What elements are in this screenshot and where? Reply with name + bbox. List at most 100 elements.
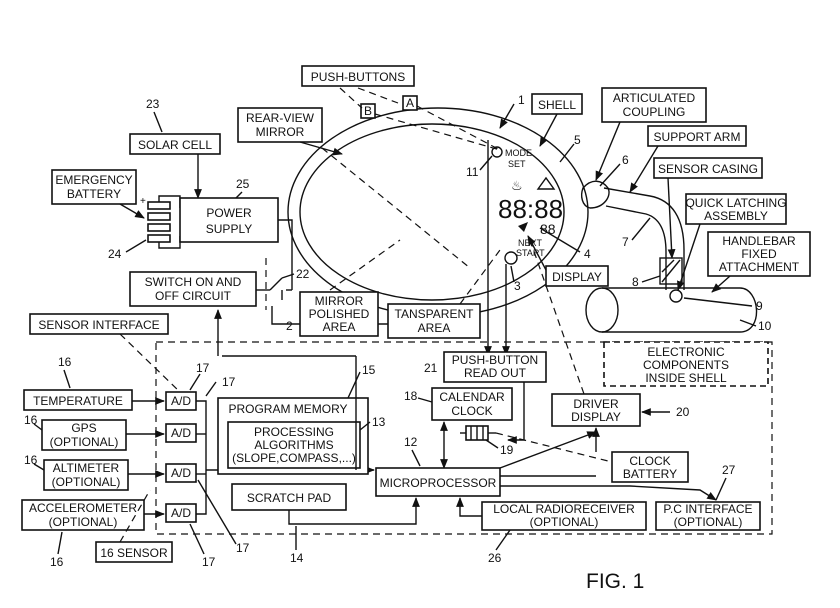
- button-b-text: B: [364, 104, 372, 118]
- readout-text-1: PUSH-BUTTON: [452, 353, 538, 367]
- reference-numerals: 1 2 3 4 5 6 7 8 9 10 11 12 13 14 15 16 1…: [24, 93, 772, 569]
- ref-21: 21: [424, 361, 438, 375]
- ref-24: 24: [108, 247, 122, 261]
- calendar-text-2: CLOCK: [451, 404, 492, 418]
- ad-text-4: A/D: [171, 506, 191, 520]
- scratch-pad-text: SCRATCH PAD: [247, 491, 332, 505]
- support-arm-bottom: [605, 205, 667, 290]
- block-microprocessor: MICROPROCESSOR: [375, 467, 501, 497]
- sensor-hatch-2: [661, 259, 675, 273]
- ref-7: 7: [622, 235, 629, 249]
- mirror-area-text-2: POLISHED: [309, 307, 370, 321]
- ref-23: 23: [146, 97, 160, 111]
- sensor-16-text: 16 SENSOR: [100, 546, 168, 560]
- display-text: DISPLAY: [552, 270, 602, 284]
- ad-converter-3: A/D: [165, 463, 197, 483]
- label-mirror-area: MIRROR POLISHED AREA: [299, 291, 379, 337]
- readout-text-2: READ OUT: [464, 366, 527, 380]
- mirror-area-text-3: AREA: [323, 320, 356, 334]
- mirror-area-text-1: MIRROR: [315, 294, 364, 308]
- block-accelerometer: ACCELEROMETER (OPTIONAL): [21, 499, 145, 531]
- transparent-text-1: TANSPARENT: [395, 307, 475, 321]
- latch-pin: [669, 289, 683, 303]
- block-temperature: TEMPERATURE: [23, 389, 133, 411]
- ref-25: 25: [236, 177, 250, 191]
- driver-text-2: DISPLAY: [571, 410, 621, 424]
- sensor-hatch: [661, 259, 681, 283]
- pc-interface-text-1: P.C INTERFACE: [663, 502, 752, 516]
- ref-10: 10: [758, 319, 772, 333]
- articulated-text-1: ARTICULATED: [613, 91, 696, 105]
- ref-6: 6: [622, 153, 629, 167]
- lcd-main-digits: 88:88: [498, 194, 563, 224]
- electronic-text-2: COMPONENTS: [643, 358, 729, 372]
- ref-11: 11: [466, 165, 479, 179]
- quick-latching-text-1: QUICK LATCHING: [685, 196, 786, 210]
- label-display: DISPLAY: [545, 265, 609, 287]
- ref-15: 15: [362, 363, 376, 377]
- handlebar-text-1: HANDLEBAR: [722, 234, 796, 248]
- label-switch-circuit: SWITCH ON AND OFF CIRCUIT: [129, 271, 257, 307]
- program-memory-text: PROGRAM MEMORY: [228, 402, 347, 416]
- ref-5: 5: [574, 133, 581, 147]
- ref-3: 3: [514, 279, 521, 293]
- figure-label: FIG. 1: [586, 570, 644, 593]
- shell-text: SHELL: [538, 98, 576, 112]
- transparent-text-2: AREA: [418, 321, 451, 335]
- thermometer-icon: ♨: [511, 178, 523, 193]
- block-radio-receiver: LOCAL RADIORECEIVER (OPTIONAL): [481, 501, 647, 531]
- ref-17-c: 17: [236, 541, 250, 555]
- radio-text-2: (OPTIONAL): [530, 515, 599, 529]
- label-transparent-area: TANSPARENT AREA: [387, 303, 481, 339]
- microprocessor-text: MICROPROCESSOR: [380, 476, 497, 490]
- ref-17-a: 17: [196, 361, 210, 375]
- ref-2: 2: [286, 319, 293, 333]
- switch-text-2: OFF CIRCUIT: [155, 289, 232, 303]
- label-push-buttons: PUSH-BUTTONS: [301, 65, 415, 87]
- handlebar-text-3: ATTACHMENT: [719, 260, 800, 274]
- ref-16-altimeter: 16: [24, 453, 38, 467]
- ref-16-accelerometer: 16: [50, 555, 64, 569]
- articulated-coupling: [581, 180, 610, 209]
- block-clock-battery: CLOCK BATTERY: [611, 451, 689, 483]
- label-rear-view-mirror: REAR-VIEW MIRROR: [237, 107, 323, 143]
- handlebar-tube: [602, 287, 758, 333]
- label-shell: SHELL: [531, 93, 583, 115]
- rear-view-text-2: MIRROR: [256, 125, 305, 139]
- clock-battery-text-2: BATTERY: [623, 467, 677, 481]
- pc-interface-text-2: (OPTIONAL): [674, 515, 743, 529]
- altimeter-text-1: ALTIMETER: [53, 461, 120, 475]
- mode-set-button[interactable]: [491, 146, 503, 158]
- temperature-text: TEMPERATURE: [33, 394, 123, 408]
- altimeter-text-2: (OPTIONAL): [52, 475, 121, 489]
- quick-latching-text-2: ASSEMBLY: [704, 209, 768, 223]
- mirror-inner-glass: [299, 123, 565, 301]
- driver-text-1: DRIVER: [573, 397, 619, 411]
- lcd-display: MODE SET ♨ 88:88 88 NEXT START: [491, 146, 563, 265]
- push-buttons-text: PUSH-BUTTONS: [311, 70, 405, 84]
- mirror-reflection-line: [321, 147, 471, 269]
- button-b: B: [360, 103, 376, 119]
- accelerometer-text-1: ACCELEROMETER: [29, 501, 137, 515]
- block-gps: GPS (OPTIONAL): [41, 419, 127, 451]
- sensor-interface-text: SENSOR INTERFACE: [38, 318, 159, 332]
- radio-text-1: LOCAL RADIORECEIVER: [493, 502, 635, 516]
- clock-battery-text-1: CLOCK: [629, 454, 670, 468]
- ref-26: 26: [488, 551, 502, 565]
- solar-cell-text: SOLAR CELL: [138, 138, 212, 152]
- next-start-button[interactable]: [504, 251, 518, 265]
- emergency-text-1: EMERGENCY: [55, 173, 132, 187]
- label-emergency-battery: EMERGENCY BATTERY: [51, 169, 137, 205]
- ref-9: 9: [756, 299, 763, 313]
- ad-text-1: A/D: [171, 394, 191, 408]
- switch-text-1: SWITCH ON AND: [145, 275, 242, 289]
- handlebar-text-2: FIXED: [741, 247, 777, 261]
- ref-17-b: 17: [222, 375, 236, 389]
- processing-text-3: (SLOPE,COMPASS,...): [232, 451, 356, 465]
- accelerometer-text-2: (OPTIONAL): [49, 515, 118, 529]
- electronic-text-3: INSIDE SHELL: [645, 371, 727, 385]
- power-supply-text-1: POWER: [206, 206, 252, 220]
- button-a: A: [402, 95, 418, 111]
- gps-text-1: GPS: [71, 421, 96, 435]
